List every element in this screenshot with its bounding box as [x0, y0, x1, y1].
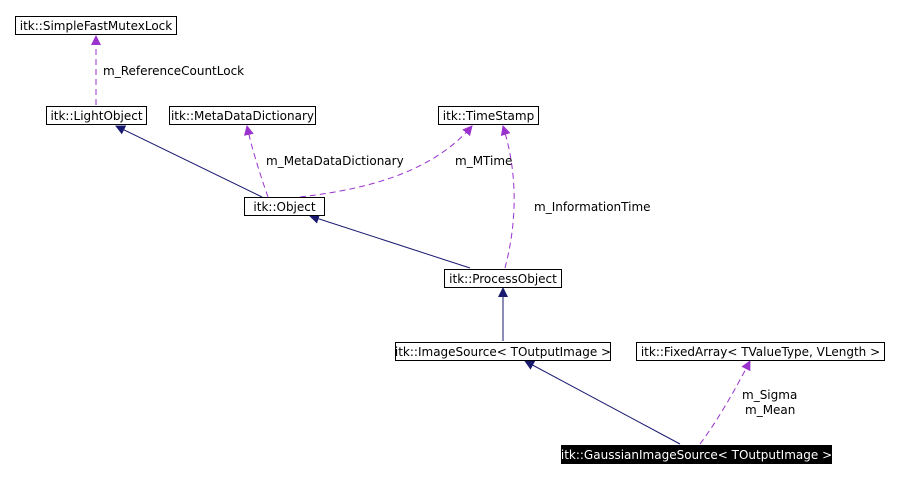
- edge-label-reference-count-lock: m_ReferenceCountLock: [103, 64, 244, 78]
- edge-object-to-light-object: [115, 125, 263, 198]
- node-object[interactable]: itk::Object: [244, 197, 325, 216]
- node-image-source[interactable]: itk::ImageSource< TOutputImage >: [395, 342, 611, 361]
- node-gaussian-image-source[interactable]: itk::GaussianImageSource< TOutputImage >: [561, 445, 832, 464]
- node-label: itk::TimeStamp: [443, 109, 534, 123]
- node-process-object[interactable]: itk::ProcessObject: [444, 269, 562, 288]
- node-light-object[interactable]: itk::LightObject: [46, 106, 147, 125]
- node-simple-fast-mutex-lock[interactable]: itk::SimpleFastMutexLock: [15, 16, 177, 35]
- edge-label-meta-data-dictionary: m_MetaDataDictionary: [266, 154, 404, 168]
- edge-information-time: [500, 125, 515, 269]
- node-label: itk::SimpleFastMutexLock: [20, 19, 173, 33]
- edge-process-object-to-object: [309, 214, 471, 269]
- node-label: itk::Object: [253, 200, 315, 214]
- node-fixed-array[interactable]: itk::FixedArray< TValueType, VLength >: [636, 342, 885, 361]
- node-time-stamp[interactable]: itk::TimeStamp: [438, 106, 539, 125]
- node-label: itk::FixedArray< TValueType, VLength >: [641, 345, 880, 359]
- node-meta-data-dictionary[interactable]: itk::MetaDataDictionary: [169, 106, 316, 125]
- edge-label-mean: m_Mean: [745, 403, 795, 417]
- node-label: itk::LightObject: [50, 109, 142, 123]
- edge-label-sigma: m_Sigma: [742, 388, 797, 402]
- edge-gaussian-to-image-source: [524, 360, 681, 445]
- node-label: itk::GaussianImageSource< TOutputImage >: [561, 448, 832, 462]
- edge-meta-data-dictionary: [243, 125, 269, 198]
- edge-sigma-mean: [699, 360, 751, 445]
- edge-label-information-time: m_InformationTime: [534, 200, 651, 214]
- node-label: itk::ImageSource< TOutputImage >: [395, 345, 611, 359]
- edge-mtime: [299, 125, 473, 198]
- node-label: itk::ProcessObject: [449, 272, 557, 286]
- node-label: itk::MetaDataDictionary: [171, 109, 314, 123]
- edge-label-mtime: m_MTime: [455, 154, 512, 168]
